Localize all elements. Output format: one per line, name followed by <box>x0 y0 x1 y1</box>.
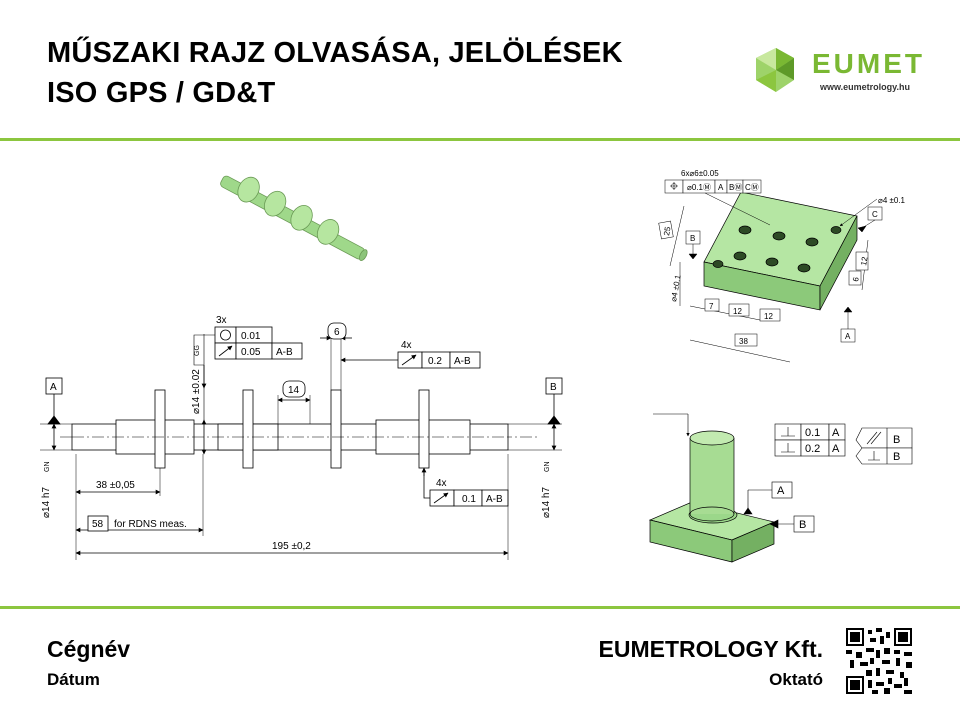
cyl-r1-datum: A <box>832 427 840 439</box>
shoulder-diameter-modifier: GG <box>194 345 201 356</box>
cyl-r1-value: 0.1 <box>805 427 820 439</box>
block-dim-7: 7 <box>709 302 714 311</box>
cyl-side1-datum: B <box>893 434 900 446</box>
block-hole-spec: 6x⌀6±0.05 <box>681 169 719 178</box>
datum-a-label: A <box>50 382 57 393</box>
fcf1-r2-datum: A-B <box>276 347 293 358</box>
block-dim-12v: 12 <box>859 255 870 266</box>
block-dim-38: 38 <box>739 337 748 346</box>
fcf1-r1-value: 0.01 <box>241 331 261 342</box>
block-datum-a: A <box>845 332 851 341</box>
block-fcf-datum-c: CⓂ <box>745 183 759 192</box>
fcf2-datum: A-B <box>454 356 471 367</box>
footer-divider <box>0 606 960 609</box>
dim-6-label: 6 <box>334 327 340 338</box>
slide-title-line-1: MŰSZAKI RAJZ OLVASÁSA, JELÖLÉSEK <box>47 37 623 69</box>
block-labels: 6x⌀6±0.05 ⌀0.1Ⓜ A BⓂ CⓂ ⌀4 ±0.1 C B A 25… <box>662 169 905 346</box>
block-pin-spec: ⌀4 ±0.1 <box>878 196 906 205</box>
fcf3-value: 0.1 <box>462 494 476 505</box>
cylinder-labels: 0.1 A 0.2 A B B A B <box>777 427 900 531</box>
block-datum-b: B <box>690 234 695 243</box>
fcf3-datum: A-B <box>486 494 503 505</box>
camshaft-3d-icon <box>220 175 368 261</box>
block-dim-25: 25 <box>662 225 673 236</box>
logo-url[interactable]: www.eumetrology.hu <box>820 82 911 92</box>
right-end-modifier: GN <box>544 462 551 473</box>
slide-title-line-2: ISO GPS / GD&T <box>47 77 276 109</box>
role-label: Oktató <box>769 670 823 689</box>
organization-name: EUMETROLOGY Kft. <box>598 636 823 662</box>
block-fcf-datum-a: A <box>718 183 724 192</box>
date-label: Dátum <box>47 670 100 689</box>
shoulder-diameter-dim: ⌀14 ±0.02 <box>191 369 202 414</box>
count-3x-label: 3x <box>216 315 227 326</box>
count-4x-top-label: 4x <box>401 340 412 351</box>
cyl-r2-value: 0.2 <box>805 443 820 455</box>
count-4x-bottom-label: 4x <box>436 478 447 489</box>
fcf2-value: 0.2 <box>428 356 442 367</box>
dim-14-label: 14 <box>288 385 300 396</box>
dim-58-label: 58 <box>92 519 104 530</box>
dim-195-label: 195 ±0,2 <box>272 541 311 552</box>
block-fcf-value: ⌀0.1Ⓜ <box>687 183 711 192</box>
block-dim-12a: 12 <box>733 307 742 316</box>
qr-code-icon[interactable] <box>846 628 912 694</box>
shaft-drawing <box>40 322 563 560</box>
cylinder-annotations <box>653 413 913 533</box>
cylinder-3d-drawing <box>648 430 776 563</box>
shaft-labels: A B 3x 0.01 0.05 A-B ⌀14 ±0.02 GG 6 4x 0… <box>41 315 557 552</box>
block-dim-12b: 12 <box>764 312 773 321</box>
cyl-r2-datum: A <box>832 443 840 455</box>
datum-b-label: B <box>550 382 557 393</box>
dim-38-label: 38 ±0,05 <box>96 480 135 491</box>
eumet-logo-icon <box>756 48 794 92</box>
left-end-modifier: GN <box>44 462 51 473</box>
block-3d-drawing <box>703 191 858 311</box>
company-name: Cégnév <box>47 636 131 662</box>
dim-58-note: for RDNS meas. <box>114 519 187 530</box>
logo-wordmark: EUMET <box>812 48 925 79</box>
cyl-datum-a: A <box>777 485 785 497</box>
cyl-datum-b: B <box>799 519 806 531</box>
block-fcf-datum-b: BⓂ <box>729 183 742 192</box>
left-end-dim: ⌀14 h7 <box>41 487 52 518</box>
right-end-dim: ⌀14 h7 <box>541 487 552 518</box>
block-pin-tol: ⌀4 ±0.1 <box>669 274 683 303</box>
cyl-side2-datum: B <box>893 451 900 463</box>
block-dim-6: 6 <box>851 276 861 282</box>
block-annotations <box>658 179 883 363</box>
fcf1-r2-value: 0.05 <box>241 347 261 358</box>
header-divider <box>0 138 960 141</box>
block-datum-c: C <box>872 210 878 219</box>
